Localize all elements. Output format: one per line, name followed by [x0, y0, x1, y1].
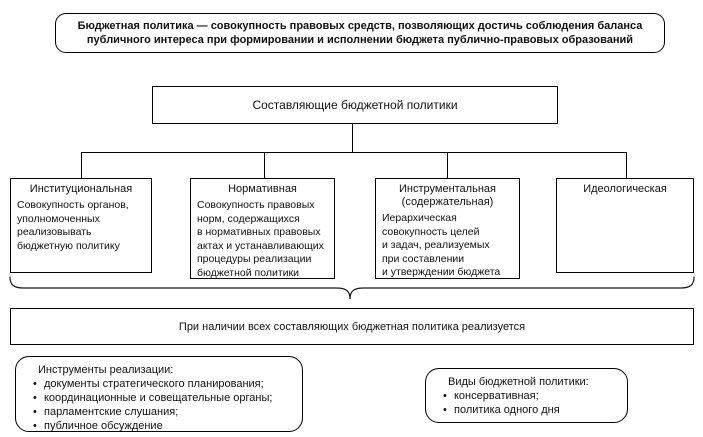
component-title: Идеологическая [583, 183, 667, 195]
connector-horizontal-distribution [81, 152, 627, 153]
bullet-icon: • [33, 406, 37, 418]
component-body: Совокупность правовых норм, содержащихся… [197, 199, 324, 279]
component-title: Инструментальная (содержательная) [399, 183, 496, 208]
list-item-label: публичное обсуждение [44, 420, 163, 432]
list-item-label: документы стратегического планирования; [44, 378, 264, 390]
connector-drop-normative [264, 152, 265, 178]
list-item: • координационные и совещательные органы; [33, 391, 302, 405]
list-item-label: координационные и совещательные органы; [44, 392, 273, 404]
instruments-heading: Инструменты реализации: [38, 364, 174, 376]
component-box-normative: Нормативная Совокупность правовых норм, … [190, 178, 335, 279]
component-box-ideological: Идеологическая [556, 178, 694, 273]
list-item-label: политика одного дня [454, 404, 560, 416]
policy-types-list: • консервативная; • политика одного дня [426, 389, 627, 417]
components-header-box: Составляющие бюджетной политики [152, 86, 558, 124]
bullet-icon: • [33, 378, 37, 390]
instruments-list: • документы стратегического планирования;… [16, 377, 302, 433]
result-box: При наличии всех составляющих бюджетная … [10, 308, 694, 345]
component-box-institutional: Институциональная Совокупность органов, … [10, 178, 152, 273]
instruments-box: Инструменты реализации: • документы страт… [15, 356, 303, 432]
list-item: • документы стратегического планирования; [33, 377, 302, 391]
component-title: Институциональная [29, 183, 133, 195]
list-item: • парламентские слушания; [33, 405, 302, 419]
component-title: Нормативная [228, 183, 297, 195]
list-item-label: парламентские слушания; [44, 406, 179, 418]
bullet-icon: • [33, 392, 37, 404]
policy-types-heading: Виды бюджетной политики: [448, 376, 589, 388]
policy-types-box: Виды бюджетной политики: • консервативная… [425, 368, 628, 423]
connector-drop-ideological [626, 152, 627, 178]
component-body: Иерархическая совокупность целей и задач… [382, 212, 501, 278]
list-item: • консервативная; [443, 389, 627, 403]
curly-brace-path [9, 276, 695, 300]
connector-drop-instrumental [447, 152, 448, 178]
definition-box: Бюджетная политика — совокупность правов… [55, 13, 665, 53]
list-item: • политика одного дня [443, 403, 627, 417]
bullet-icon: • [33, 420, 37, 432]
bullet-icon: • [443, 390, 447, 402]
list-item-label: консервативная; [454, 390, 539, 402]
component-body: Совокупность органов, уполномоченных реа… [17, 199, 129, 252]
list-item: • публичное обсуждение [33, 419, 302, 433]
connector-vertical-feed [352, 124, 353, 152]
component-body [557, 196, 693, 199]
curly-brace [9, 276, 695, 300]
bullet-icon: • [443, 404, 447, 416]
component-box-instrumental: Инструментальная (содержательная) Иерарх… [375, 178, 520, 279]
connector-drop-institutional [81, 152, 82, 178]
